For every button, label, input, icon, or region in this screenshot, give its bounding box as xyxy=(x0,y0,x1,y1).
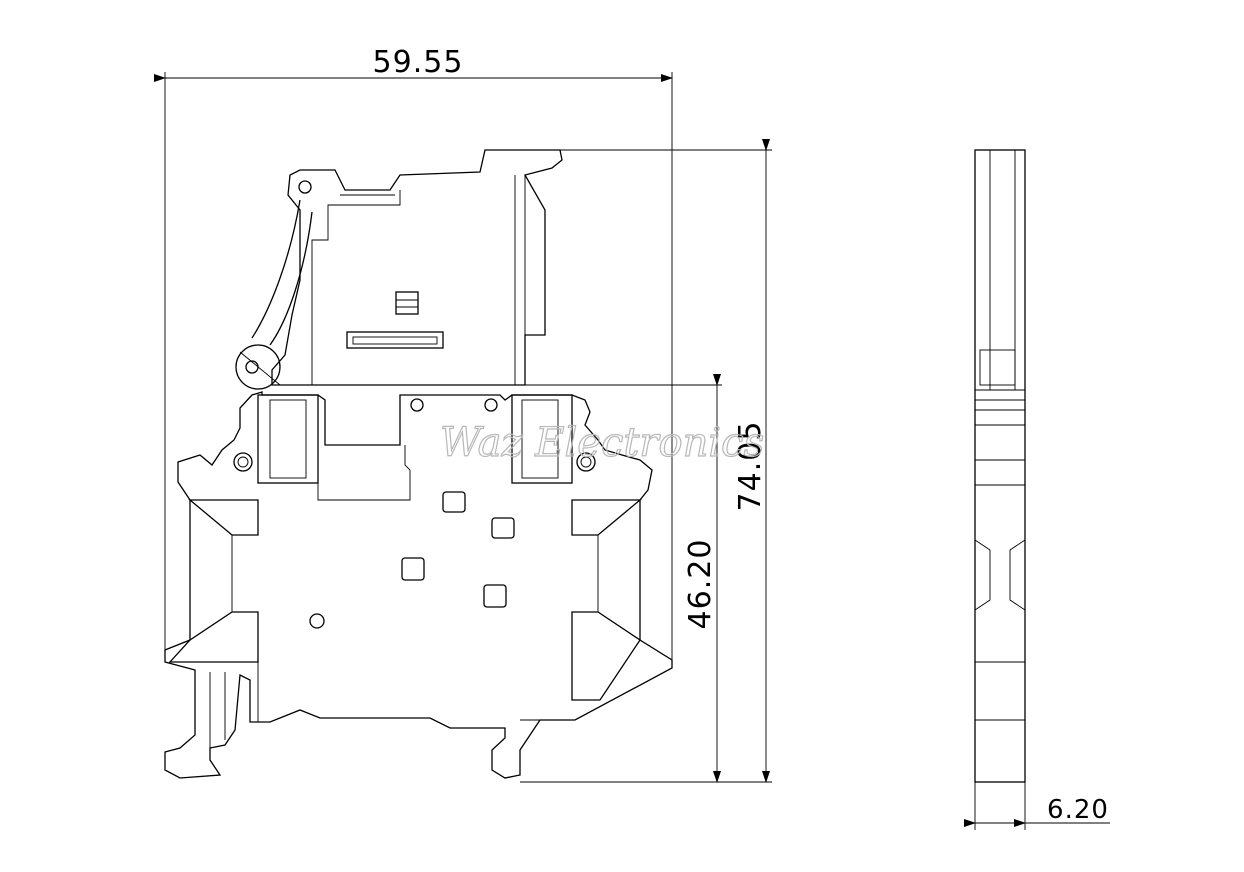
dim-side-width: 6.20 xyxy=(964,782,1110,830)
overall-height-label: 74.05 xyxy=(733,421,768,512)
overall-width-label: 59.55 xyxy=(373,45,464,80)
side-width-label: 6.20 xyxy=(1047,795,1109,825)
dim-overall-width: 59.55 xyxy=(154,45,673,668)
side-view xyxy=(974,149,1026,783)
watermark: Waz Electronics xyxy=(440,420,764,466)
front-view xyxy=(164,149,673,779)
dim-base-height: 46.20 xyxy=(525,374,722,783)
base-height-label: 46.20 xyxy=(683,539,718,630)
dim-overall-height: 74.05 xyxy=(520,139,772,783)
